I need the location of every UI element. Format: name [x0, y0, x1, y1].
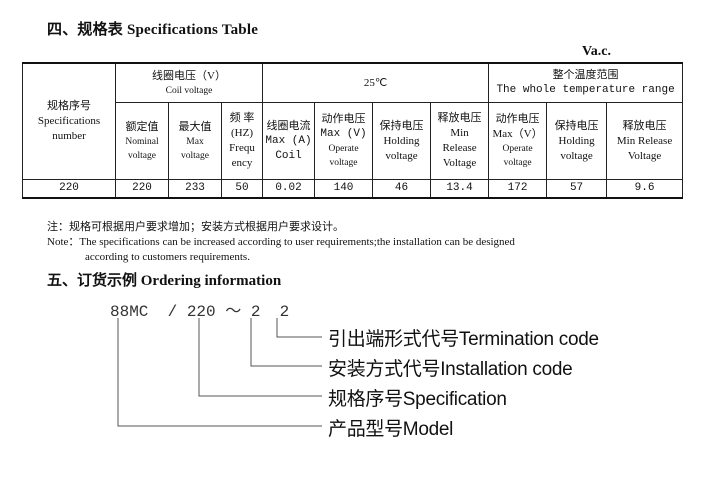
release-voltage-header: 释放电压 Min Release Voltage — [430, 102, 490, 180]
table-cell: 220 — [115, 179, 169, 199]
specifications-table: 规格序号 Specifications number 线圈电压（V） Coil … — [22, 62, 684, 199]
note-en-continued: according to customers requirements. — [85, 251, 250, 263]
table-cell: 140 — [314, 179, 374, 199]
max-voltage-header: 最大值 Max voltage — [168, 102, 222, 180]
coil-current-header: 线圈电流 Max (A) Coil — [262, 102, 316, 180]
table-cell: 9.6 — [606, 179, 684, 199]
nominal-voltage-header: 额定值 Nominal voltage — [115, 102, 169, 180]
leader-specification — [198, 318, 322, 397]
holding-voltage-header: 保持电压 Holding voltage — [372, 102, 432, 180]
note-cn: 注：规格可根据用户要求增加；安装方式根据用户要求设计。 — [47, 221, 344, 233]
whole-range-header: 整个温度范围 The whole temperature range — [488, 62, 684, 103]
frequency-header: 频 率 (HZ) Frequ ency — [220, 102, 264, 180]
termination-code-label: 引出端形式代号Termination code — [328, 329, 599, 350]
whole-operate-voltage-header: 动作电压 Max（V） Operate voltage — [488, 102, 548, 180]
leader-termination — [276, 318, 322, 338]
section-4-title: 四、规格表 Specifications Table — [47, 22, 259, 38]
table-note: 注：规格可根据用户要求增加；安装方式根据用户要求设计。 Note：The spe… — [47, 220, 647, 265]
specification-label: 规格序号Specification — [328, 389, 507, 410]
operate-voltage-header: 动作电压 Max (V) Operate voltage — [314, 102, 374, 180]
table-row: 220 220 233 50 0.02 140 46 13.4 172 57 9… — [22, 179, 684, 199]
temp-25-header: 25℃ — [262, 62, 490, 103]
whole-release-voltage-header: 释放电压 Min Release Voltage — [606, 102, 684, 180]
leader-model — [117, 318, 322, 427]
installation-code-label: 安装方式代号Installation code — [328, 359, 573, 380]
table-cell: 172 — [488, 179, 548, 199]
table-cell: 50 — [220, 179, 264, 199]
section-5-title: 五、订货示例 Ordering information — [47, 273, 282, 289]
table-cell: 13.4 — [430, 179, 490, 199]
leader-installation — [250, 318, 322, 367]
note-en: Note：The specifications can be increased… — [47, 236, 515, 248]
model-label: 产品型号Model — [328, 419, 454, 440]
ordering-code: 88MC / 220 ～ 2 2 — [110, 303, 290, 321]
spec-number-header: 规格序号 Specifications number — [22, 62, 116, 180]
unit-label: Va.c. — [581, 44, 611, 59]
table-cell: 46 — [372, 179, 432, 199]
